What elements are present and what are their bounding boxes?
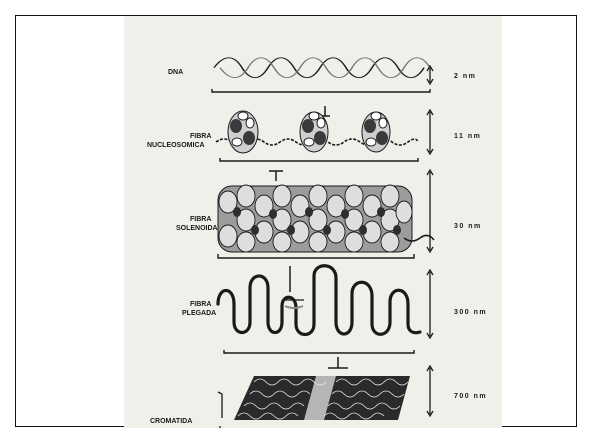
bracket-plegada bbox=[224, 350, 414, 353]
nucleosome-2 bbox=[300, 112, 328, 152]
connector-nucleosome bbox=[269, 171, 283, 181]
size-plegada: 300 nm bbox=[454, 309, 487, 316]
label-cromatida: CROMATIDA bbox=[150, 418, 192, 425]
bracket-nucleosome bbox=[220, 158, 418, 161]
label-solenoid-line1: FIBRA bbox=[190, 216, 211, 223]
label-nucleosome-line2: NUCLEOSOMICA bbox=[147, 142, 205, 149]
size-arrow-nucleosome bbox=[427, 110, 433, 154]
size-arrow-cromatida bbox=[427, 366, 433, 416]
bracket-dna bbox=[212, 89, 430, 92]
label-dna: DNA bbox=[168, 69, 183, 76]
size-solenoid: 30 nm bbox=[454, 223, 482, 230]
label-plegada-line2: PLEGADA bbox=[182, 310, 216, 317]
chromatin-diagram-svg: DNA 2 nm FIBRA NUCLEOSOMICA bbox=[124, 16, 502, 428]
nucleosome-1 bbox=[228, 111, 258, 153]
size-dna: 2 nm bbox=[454, 73, 476, 80]
connector-plegada bbox=[328, 357, 348, 368]
nucleosome-3 bbox=[362, 112, 390, 152]
bracket-solenoid bbox=[218, 254, 414, 258]
size-arrow-plegada bbox=[427, 270, 433, 338]
size-arrow-dna bbox=[427, 66, 433, 84]
chromatid bbox=[218, 376, 410, 428]
nucleosome-fiber bbox=[216, 111, 418, 153]
label-solenoid-line2: SOLENOIDAL bbox=[176, 225, 223, 232]
label-plegada-line1: FIBRA bbox=[190, 301, 211, 308]
label-nucleosome-line1: FIBRA bbox=[190, 133, 211, 140]
dna-double-helix bbox=[214, 58, 430, 78]
size-cromatida: 700 nm bbox=[454, 393, 487, 400]
size-nucleosome: 11 nm bbox=[454, 133, 481, 140]
folded-fiber bbox=[218, 266, 420, 335]
size-arrow-solenoid bbox=[427, 170, 433, 252]
slide-frame: DNA 2 nm FIBRA NUCLEOSOMICA bbox=[15, 15, 577, 427]
solenoid-fiber bbox=[218, 185, 434, 252]
chromatin-diagram: DNA 2 nm FIBRA NUCLEOSOMICA bbox=[124, 16, 502, 428]
